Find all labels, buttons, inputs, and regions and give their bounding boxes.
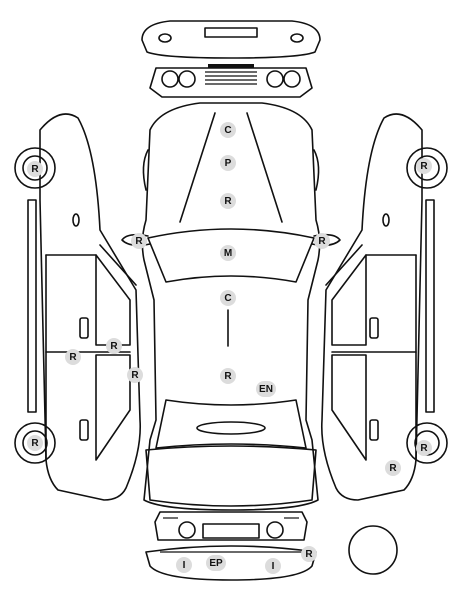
front-grille bbox=[149, 64, 313, 98]
damage-mark-roof-en[interactable]: EN bbox=[256, 381, 276, 397]
damage-mark-label: R bbox=[305, 549, 313, 560]
damage-mark-label: R bbox=[224, 196, 232, 207]
damage-mark-label: R bbox=[135, 236, 143, 247]
damage-mark-label: EP bbox=[209, 558, 223, 569]
damage-mark-left-rear-wheel-r[interactable]: R bbox=[27, 435, 43, 451]
damage-mark-label: I bbox=[183, 560, 186, 571]
damage-mark-left-mirror-r[interactable]: R bbox=[131, 233, 147, 249]
damage-mark-left-door-r2[interactable]: R bbox=[65, 349, 81, 365]
car-body-top bbox=[121, 102, 341, 511]
damage-marks: C P R M C R EN R R R R R R R R R R I EP I R bbox=[27, 122, 432, 574]
damage-mark-label: R bbox=[389, 463, 397, 474]
damage-mark-label: C bbox=[224, 125, 231, 136]
damage-mark-label: R bbox=[318, 236, 326, 247]
damage-mark-hood-c[interactable]: C bbox=[220, 122, 236, 138]
damage-mark-rear-bumper-i2[interactable]: I bbox=[265, 558, 281, 574]
damage-mark-rear-bumper-ep[interactable]: EP bbox=[206, 555, 226, 571]
damage-mark-label: R bbox=[31, 438, 39, 449]
damage-mark-label: C bbox=[224, 293, 231, 304]
damage-mark-left-door-r3[interactable]: R bbox=[127, 367, 143, 383]
left-side-view bbox=[14, 113, 142, 501]
front-bumper bbox=[141, 20, 321, 59]
damage-mark-label: R bbox=[224, 371, 232, 382]
damage-mark-windshield-m[interactable]: M bbox=[220, 245, 236, 261]
damage-mark-rear-corner-r[interactable]: R bbox=[301, 546, 317, 562]
damage-mark-left-door-r1[interactable]: R bbox=[106, 338, 122, 354]
damage-mark-label: R bbox=[131, 370, 139, 381]
damage-mark-right-mirror-r[interactable]: R bbox=[314, 233, 330, 249]
damage-mark-roof-c[interactable]: C bbox=[220, 290, 236, 306]
damage-mark-label: I bbox=[272, 561, 275, 572]
damage-mark-rear-bumper-i1[interactable]: I bbox=[176, 557, 192, 573]
damage-mark-label: R bbox=[110, 341, 118, 352]
damage-mark-left-front-wheel-r[interactable]: R bbox=[27, 161, 43, 177]
damage-mark-roof-r[interactable]: R bbox=[220, 368, 236, 384]
rear-lights bbox=[154, 511, 308, 541]
damage-mark-hood-r[interactable]: R bbox=[220, 193, 236, 209]
damage-mark-hood-p[interactable]: P bbox=[220, 155, 236, 171]
damage-mark-label: R bbox=[420, 161, 428, 172]
damage-mark-right-rear-quarter-r[interactable]: R bbox=[385, 460, 401, 476]
damage-mark-label: R bbox=[69, 352, 77, 363]
damage-mark-right-rear-wheel-r[interactable]: R bbox=[416, 440, 432, 456]
damage-mark-label: EN bbox=[259, 384, 273, 395]
damage-mark-label: M bbox=[224, 248, 232, 259]
damage-mark-right-front-wheel-r[interactable]: R bbox=[416, 158, 432, 174]
rear-bumper bbox=[145, 545, 317, 581]
empty-circle bbox=[348, 525, 398, 575]
right-side-view bbox=[320, 113, 448, 501]
damage-mark-label: R bbox=[31, 164, 39, 175]
damage-mark-label: R bbox=[420, 443, 428, 454]
damage-mark-label: P bbox=[225, 158, 232, 169]
